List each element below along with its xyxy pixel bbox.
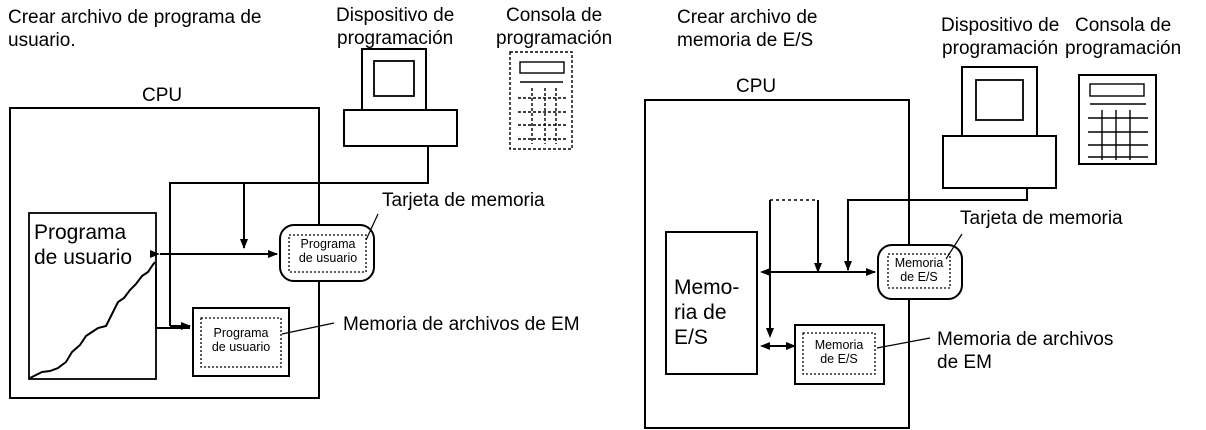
right-em-label-line1: Memoria de archivos	[937, 329, 1114, 350]
right-io-memory-box	[665, 231, 758, 375]
left-em-transfer-link	[155, 268, 190, 329]
right-console-icon	[1078, 74, 1157, 165]
right-card-inner-label: Memoria de E/S	[885, 256, 953, 284]
left-em-box	[192, 307, 290, 377]
left-title-line1: Crear archivo de programa de	[8, 7, 262, 28]
right-console-label: Consola de programación	[1065, 14, 1181, 60]
left-device-label-line1: Dispositivo de	[336, 5, 455, 26]
right-device-label: Dispositivo de programación	[941, 14, 1059, 60]
right-console-label-line1: Consola de	[1075, 15, 1172, 36]
right-em-pointer	[876, 337, 931, 349]
right-device-label-line1: Dispositivo de	[941, 15, 1060, 36]
left-em-inner-line1: Programa	[213, 326, 269, 340]
left-em-label: Memoria de archivos de EM	[343, 314, 580, 335]
right-io-memory-label: Memo- ria de E/S	[674, 275, 739, 350]
left-cpu-label: CPU	[142, 85, 183, 106]
left-programming-device-icon	[343, 48, 458, 147]
left-title-line2: usuario.	[8, 30, 76, 51]
left-title: Crear archivo de programa de usuario.	[8, 6, 261, 52]
right-io-memory-label-line2: ria de	[674, 301, 727, 324]
left-card-inner-line1: Programa	[300, 237, 356, 251]
right-em-inner-line2: de E/S	[820, 352, 858, 366]
right-io-memory-label-line1: Memo-	[674, 276, 740, 299]
right-em-inner-line1: Memoria	[814, 338, 864, 352]
right-card-pointer	[945, 233, 963, 260]
right-em-label: Memoria de archivos de EM	[937, 328, 1113, 374]
left-em-inner-label: Programa de usuario	[202, 326, 280, 354]
right-programming-device-icon	[942, 66, 1057, 189]
right-em-inner-label: Memoria de E/S	[803, 338, 875, 366]
right-title-line1: Crear archivo de	[677, 7, 818, 28]
right-device-label-line2: programación	[942, 38, 1059, 59]
right-cpu-label: CPU	[736, 76, 777, 97]
left-console-label-line2: programación	[496, 28, 613, 49]
left-diagram	[9, 48, 573, 399]
right-console-label-line2: programación	[1065, 38, 1182, 59]
right-card-label: Tarjeta de memoria	[960, 208, 1123, 229]
right-card-inner-line2: de E/S	[900, 270, 938, 284]
left-program-box	[28, 212, 157, 380]
left-em-pointer	[281, 322, 335, 335]
left-card-pointer	[365, 213, 379, 241]
left-device-label: Dispositivo de programación	[336, 4, 454, 50]
left-console-icon	[509, 51, 573, 150]
left-device-label-line2: programación	[337, 28, 454, 49]
left-program-curve	[29, 261, 156, 379]
right-io-memory-label-line3: E/S	[674, 326, 708, 349]
right-diagram	[644, 66, 1157, 429]
right-title-line2: memoria de E/S	[677, 30, 814, 51]
left-program-label-line2: de usuario	[34, 246, 133, 269]
left-memory-card	[279, 224, 375, 282]
left-card-inner-label: Programa de usuario	[290, 237, 366, 265]
right-em-label-line2: de EM	[937, 352, 992, 373]
left-console-label: Consola de programación	[496, 4, 612, 50]
left-console-label-line1: Consola de	[506, 5, 603, 26]
right-card-inner-line1: Memoria	[894, 256, 944, 270]
left-card-label: Tarjeta de memoria	[382, 190, 545, 211]
left-program-label-line1: Programa	[34, 221, 127, 244]
right-memory-card	[877, 244, 963, 300]
right-title: Crear archivo de memoria de E/S	[677, 6, 817, 52]
left-em-inner-line2: de usuario	[211, 340, 271, 354]
left-program-label: Programa de usuario	[34, 220, 132, 270]
left-card-inner-line2: de usuario	[298, 251, 358, 265]
